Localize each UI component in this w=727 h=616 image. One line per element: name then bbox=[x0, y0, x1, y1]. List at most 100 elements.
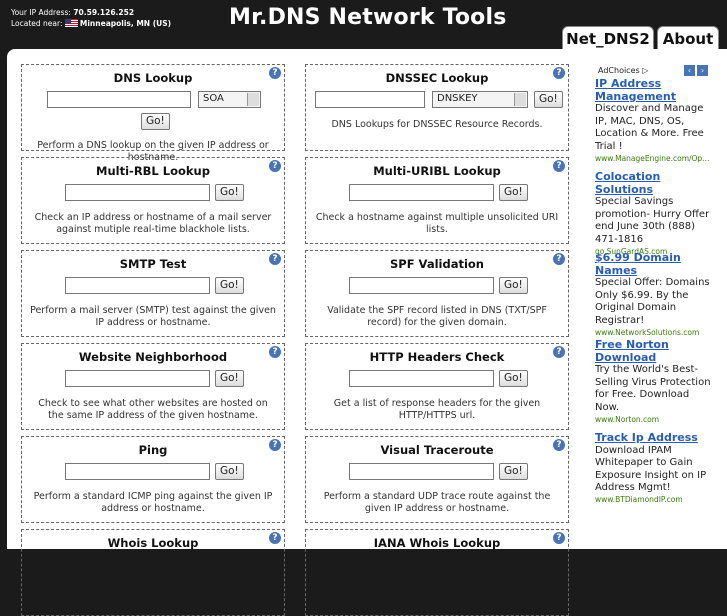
go-button[interactable]: Go! bbox=[534, 91, 563, 108]
ad-next-icon[interactable]: › bbox=[697, 65, 708, 76]
hostname-input[interactable] bbox=[65, 463, 210, 480]
tool-title: Multi-URIBL Lookup bbox=[373, 164, 501, 178]
tool-dns-lookup: DNS Lookup ? SOA Go! Perform a DNS looku… bbox=[21, 64, 285, 163]
help-icon[interactable]: ? bbox=[269, 532, 281, 544]
tool-website-neighborhood: Website Neighborhood ? Go! Check to see … bbox=[21, 343, 285, 430]
go-button[interactable]: Go! bbox=[499, 370, 528, 387]
tool-iana-whois-lookup: IANA Whois Lookup ? bbox=[305, 529, 569, 616]
ad-title-link[interactable]: $6.99 Domain Names bbox=[595, 251, 681, 277]
tool-title: Multi-RBL Lookup bbox=[96, 164, 210, 178]
hostname-input[interactable] bbox=[65, 184, 210, 201]
chevron-down-icon bbox=[247, 93, 259, 106]
hostname-input[interactable] bbox=[65, 370, 210, 387]
select-value: DNSKEY bbox=[437, 93, 478, 104]
tool-visual-traceroute: Visual Traceroute ? Go! Perform a standa… bbox=[305, 436, 569, 523]
go-button[interactable]: Go! bbox=[215, 370, 244, 387]
adchoices-text: AdChoices bbox=[598, 66, 640, 75]
tool-title: DNS Lookup bbox=[113, 71, 193, 85]
help-icon[interactable]: ? bbox=[269, 67, 281, 79]
help-icon[interactable]: ? bbox=[553, 160, 565, 172]
tool-ping: Ping ? Go! Perform a standard ICMP ping … bbox=[21, 436, 285, 523]
tab-net-dns2[interactable]: Net_DNS2 bbox=[562, 26, 654, 50]
help-icon[interactable]: ? bbox=[553, 67, 565, 79]
header: Your IP Address: 70.59.126.252 Located n… bbox=[0, 0, 727, 50]
ad-text: Try the World's Best-Selling Virus Prote… bbox=[595, 364, 711, 413]
tab-about[interactable]: About bbox=[657, 26, 719, 50]
help-icon[interactable]: ? bbox=[553, 532, 565, 544]
go-button[interactable]: Go! bbox=[141, 113, 170, 130]
ad-url[interactable]: www.BTDiamondIP.com bbox=[595, 494, 683, 504]
url-input[interactable] bbox=[349, 370, 494, 387]
help-icon[interactable]: ? bbox=[269, 346, 281, 358]
tool-description: DNS Lookups for DNSSEC Resource Records. bbox=[331, 119, 543, 130]
tool-description: Perform a standard UDP trace route again… bbox=[323, 491, 551, 514]
ad-url[interactable]: go.SunGardAS.com bbox=[595, 246, 668, 256]
tool-title: IANA Whois Lookup bbox=[373, 536, 501, 550]
help-icon[interactable]: ? bbox=[269, 160, 281, 172]
hostname-input[interactable] bbox=[349, 277, 494, 294]
tool-title: Website Neighborhood bbox=[78, 350, 228, 364]
ad-item: Free Norton Download Try the World's Bes… bbox=[595, 338, 711, 425]
go-button[interactable]: Go! bbox=[499, 184, 528, 201]
record-type-select[interactable]: DNSKEY bbox=[432, 91, 528, 108]
tool-description: Get a list of response headers for the g… bbox=[333, 398, 541, 421]
ad-title-link[interactable]: Colocation Solutions bbox=[595, 170, 661, 196]
tool-title: HTTP Headers Check bbox=[369, 350, 505, 364]
tool-description: Perform a mail server (SMTP) test agains… bbox=[30, 305, 276, 328]
tool-description: Perform a standard ICMP ping against the… bbox=[33, 491, 273, 514]
tool-title: Visual Traceroute bbox=[380, 443, 494, 457]
hostname-input[interactable] bbox=[349, 184, 494, 201]
ad-item: Colocation Solutions Special Savings pro… bbox=[595, 170, 711, 257]
tool-description: Check an IP address or hostname of a mai… bbox=[34, 212, 272, 235]
ad-title-link[interactable]: Track Ip Address bbox=[595, 431, 698, 444]
go-button[interactable]: Go! bbox=[499, 277, 528, 294]
help-icon[interactable]: ? bbox=[553, 439, 565, 451]
tool-title: Ping bbox=[138, 443, 168, 457]
ad-title-link[interactable]: Free Norton Download bbox=[595, 338, 669, 364]
ad-text: Special Offer: Domains Only $6.99. By th… bbox=[595, 277, 710, 326]
ad-title-link[interactable]: IP Address Management bbox=[595, 77, 676, 103]
record-type-select[interactable]: SOA bbox=[198, 91, 261, 108]
tool-multi-rbl-lookup: Multi-RBL Lookup ? Go! Check an IP addre… bbox=[21, 157, 285, 244]
ip-label: Your IP Address: bbox=[11, 8, 71, 17]
adchoices-label[interactable]: AdChoices ▷ bbox=[598, 66, 648, 75]
hostname-input[interactable] bbox=[349, 463, 494, 480]
tool-title: DNSSEC Lookup bbox=[385, 71, 489, 85]
go-button[interactable]: Go! bbox=[215, 184, 244, 201]
tool-title: SPF Validation bbox=[389, 257, 484, 271]
ad-text: Special Savings promotion- Hurry Offer e… bbox=[595, 196, 710, 245]
tool-multi-uribl-lookup: Multi-URIBL Lookup ? Go! Check a hostnam… bbox=[305, 157, 569, 244]
tool-description: Validate the SPF record listed in DNS (T… bbox=[327, 305, 547, 328]
hostname-input[interactable] bbox=[65, 277, 210, 294]
located-label: Located near: bbox=[11, 19, 63, 28]
ad-prev-icon[interactable]: ‹ bbox=[684, 65, 695, 76]
tool-title: Whois Lookup bbox=[107, 536, 199, 550]
hostname-input[interactable] bbox=[47, 91, 191, 108]
tool-description: Check to see what other websites are hos… bbox=[38, 398, 268, 421]
tool-title: SMTP Test bbox=[119, 257, 187, 271]
go-button[interactable]: Go! bbox=[499, 463, 528, 480]
chevron-down-icon bbox=[514, 93, 526, 106]
help-icon[interactable]: ? bbox=[553, 346, 565, 358]
ad-text: Discover and Manage IP, MAC, DNS, OS, Lo… bbox=[595, 103, 704, 152]
tool-spf-validation: SPF Validation ? Go! Validate the SPF re… bbox=[305, 250, 569, 337]
adchoices-icon: ▷ bbox=[642, 66, 649, 75]
main-panel: DNS Lookup ? SOA Go! Perform a DNS looku… bbox=[7, 49, 727, 616]
hostname-input[interactable] bbox=[315, 91, 425, 108]
ad-url[interactable]: www.NetworkSolutions.com bbox=[595, 327, 700, 337]
help-icon[interactable]: ? bbox=[269, 253, 281, 265]
ad-url[interactable]: www.ManageEngine.com/Op... bbox=[595, 153, 710, 163]
site-title: Mr.DNS Network Tools bbox=[229, 5, 507, 30]
help-icon[interactable]: ? bbox=[553, 253, 565, 265]
go-button[interactable]: Go! bbox=[215, 463, 244, 480]
ad-item: IP Address Management Discover and Manag… bbox=[595, 77, 711, 164]
tool-description: Check a hostname against multiple unsoli… bbox=[315, 212, 559, 235]
ad-url[interactable]: www.Norton.com bbox=[595, 414, 660, 424]
ad-text: Download IPAM Whitepaper to Gain Exposur… bbox=[595, 444, 707, 494]
ip-info: Your IP Address: 70.59.126.252 Located n… bbox=[11, 7, 171, 29]
select-value: SOA bbox=[203, 93, 224, 104]
ad-item: Track Ip Address Download IPAM Whitepape… bbox=[595, 431, 711, 505]
tool-smtp-test: SMTP Test ? Go! Perform a mail server (S… bbox=[21, 250, 285, 337]
go-button[interactable]: Go! bbox=[215, 277, 244, 294]
help-icon[interactable]: ? bbox=[269, 439, 281, 451]
